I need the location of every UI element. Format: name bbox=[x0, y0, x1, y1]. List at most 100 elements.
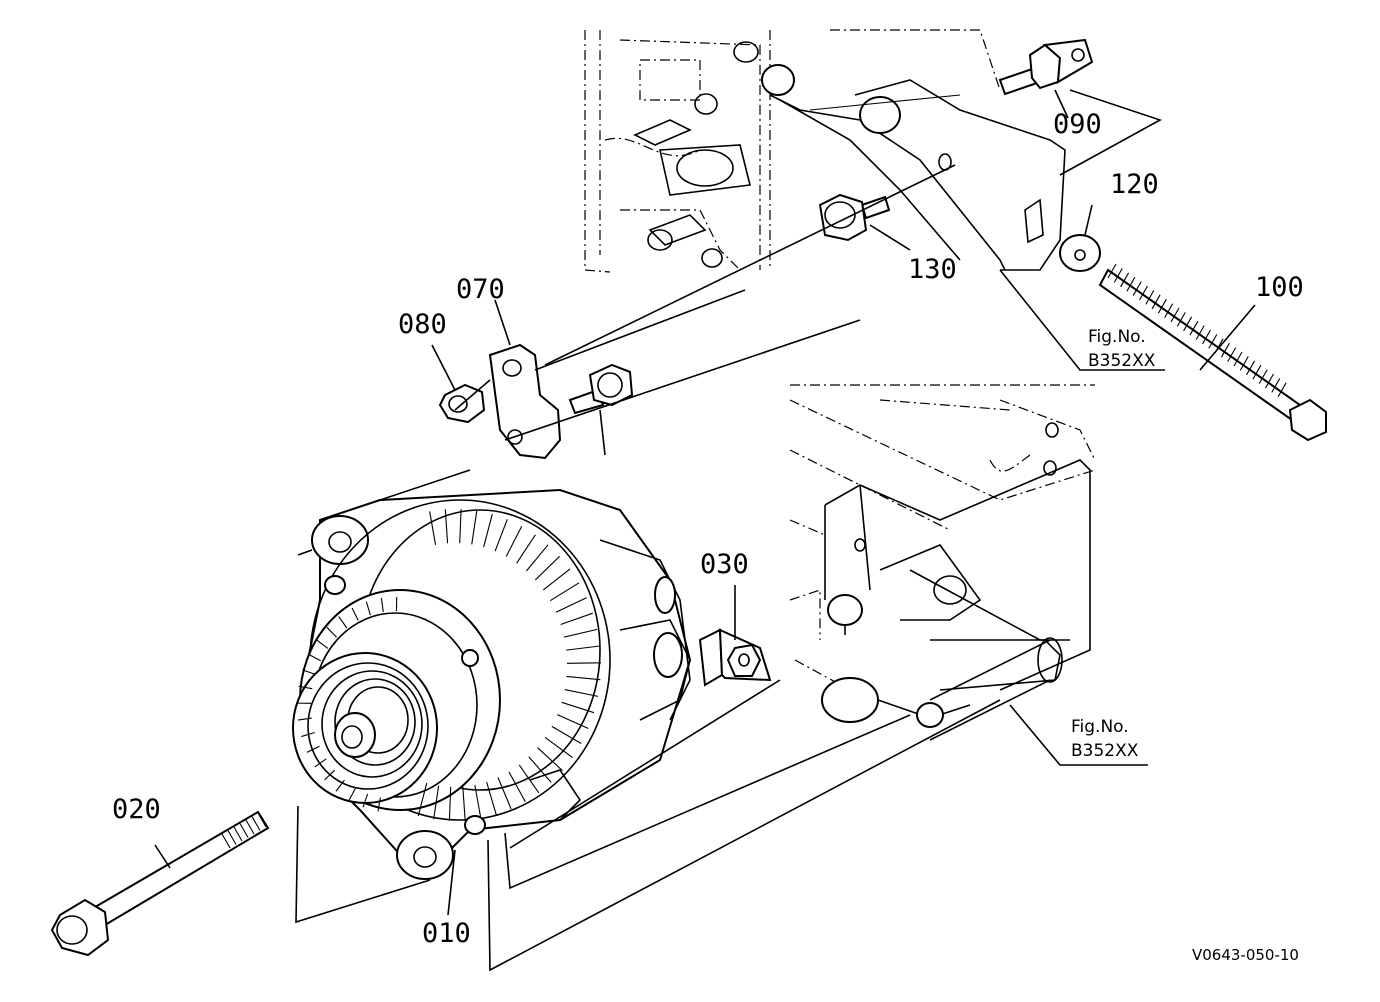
thread-line bbox=[1151, 294, 1161, 310]
alternator-fin bbox=[486, 781, 497, 815]
thread-line bbox=[1113, 268, 1123, 283]
alternator-fin bbox=[537, 747, 563, 771]
alternator-fin bbox=[551, 725, 582, 744]
bolt-110 bbox=[1098, 263, 1327, 442]
alternator-fin bbox=[508, 771, 526, 802]
pulley-guard-rib bbox=[308, 653, 322, 662]
thread-line bbox=[227, 830, 237, 845]
thread-line bbox=[221, 833, 231, 849]
pulley-guard-rib bbox=[351, 607, 359, 621]
alternator-fin bbox=[462, 786, 466, 821]
alternator-fin bbox=[561, 701, 595, 714]
alternator-fin bbox=[429, 511, 437, 545]
alternator-fin bbox=[564, 688, 599, 697]
alternator-fin bbox=[542, 568, 571, 591]
thread-line bbox=[1145, 290, 1155, 305]
alternator-fin bbox=[497, 777, 512, 810]
pulley-guard-rib bbox=[362, 793, 369, 808]
leader-lines bbox=[154, 89, 1256, 972]
thread-line bbox=[1246, 360, 1256, 376]
thread-line bbox=[1233, 351, 1243, 367]
thread-line bbox=[1258, 369, 1268, 384]
alternator-fin bbox=[528, 756, 552, 783]
alternator-fin bbox=[471, 510, 478, 545]
thread-line bbox=[1252, 364, 1262, 380]
alternator-cooling-fins bbox=[297, 509, 601, 821]
engine-upper-block bbox=[584, 29, 1066, 273]
bolt-020-threads bbox=[221, 812, 267, 849]
thread-line bbox=[1139, 285, 1148, 301]
alternator-fin bbox=[474, 784, 482, 819]
pulley-guard-rib bbox=[306, 745, 320, 753]
thread-line bbox=[239, 823, 249, 838]
alternator-fin bbox=[444, 509, 449, 544]
pulley-guard-rib bbox=[314, 758, 327, 768]
pulley-guard-rib bbox=[338, 616, 348, 629]
label-010: 010 bbox=[422, 918, 471, 949]
alternator-fin bbox=[549, 582, 580, 602]
pulley-guard-rib bbox=[348, 787, 357, 801]
thread-line bbox=[245, 819, 255, 835]
alternator-fin bbox=[483, 514, 493, 548]
alternator-fin bbox=[534, 555, 561, 581]
alternator-fin bbox=[494, 519, 508, 552]
bolt-130 bbox=[818, 193, 891, 242]
pulley-guard-rib bbox=[326, 626, 338, 638]
alternator-fin bbox=[433, 785, 440, 820]
fig-ref-1-line1: Fig.No. bbox=[1088, 327, 1146, 347]
fig-ref-2-line2: B352XX bbox=[1071, 741, 1139, 761]
thread-line bbox=[1157, 298, 1167, 314]
thread-line bbox=[1126, 276, 1136, 292]
alternator-fin bbox=[544, 736, 573, 759]
thread-line bbox=[257, 812, 267, 828]
stay-070 bbox=[488, 343, 562, 460]
thread-line bbox=[1271, 378, 1281, 393]
pulley-guard-rib bbox=[365, 601, 371, 616]
engine-lower-block bbox=[789, 384, 1096, 741]
alternator-fin bbox=[516, 534, 536, 564]
pulley-guard-rib bbox=[301, 731, 315, 738]
washer-120 bbox=[1059, 234, 1101, 272]
alternator-fin bbox=[505, 525, 523, 557]
alternator-fin bbox=[560, 612, 593, 625]
label-120: 120 bbox=[1110, 169, 1159, 200]
pulley-guard-rib bbox=[380, 597, 384, 612]
thread-line bbox=[251, 816, 261, 831]
label-100: 080 bbox=[398, 309, 447, 340]
alternator-fin bbox=[448, 786, 452, 821]
alternator-fin bbox=[459, 509, 462, 544]
thread-line bbox=[1227, 347, 1237, 362]
fig-ref-1-line2: B352XX bbox=[1088, 351, 1156, 371]
bolt-080 bbox=[568, 363, 634, 415]
alternator-fin bbox=[518, 764, 540, 794]
thread-line bbox=[1170, 307, 1180, 323]
alternator-fin bbox=[563, 628, 598, 638]
bracket-030 bbox=[698, 628, 772, 687]
alternator-fin bbox=[557, 714, 589, 729]
thread-line bbox=[1220, 342, 1230, 358]
label-090: 090 bbox=[1053, 109, 1102, 140]
thread-line bbox=[1277, 382, 1287, 398]
thread-line bbox=[233, 826, 243, 842]
pulley-guard-rib bbox=[297, 717, 312, 721]
bolt-110-threads bbox=[1107, 263, 1287, 398]
label-070: 070 bbox=[456, 274, 505, 305]
label-130: 130 bbox=[908, 254, 957, 285]
thread-line bbox=[1265, 373, 1274, 389]
alternator-fin bbox=[417, 782, 428, 817]
label-030: 030 bbox=[700, 549, 749, 580]
alternator-fin bbox=[566, 675, 601, 681]
bolt-020 bbox=[50, 810, 270, 957]
thread-line bbox=[1164, 303, 1174, 318]
label-020: 020 bbox=[112, 794, 161, 825]
thread-line bbox=[1183, 316, 1193, 332]
thread-line bbox=[1176, 312, 1186, 327]
thread-line bbox=[1208, 334, 1218, 349]
thread-line bbox=[1202, 329, 1211, 345]
alternator-fin bbox=[525, 544, 549, 572]
thread-line bbox=[1132, 281, 1142, 296]
pulley-guard-rib bbox=[316, 639, 329, 649]
pulley-guard-rib bbox=[302, 669, 316, 675]
